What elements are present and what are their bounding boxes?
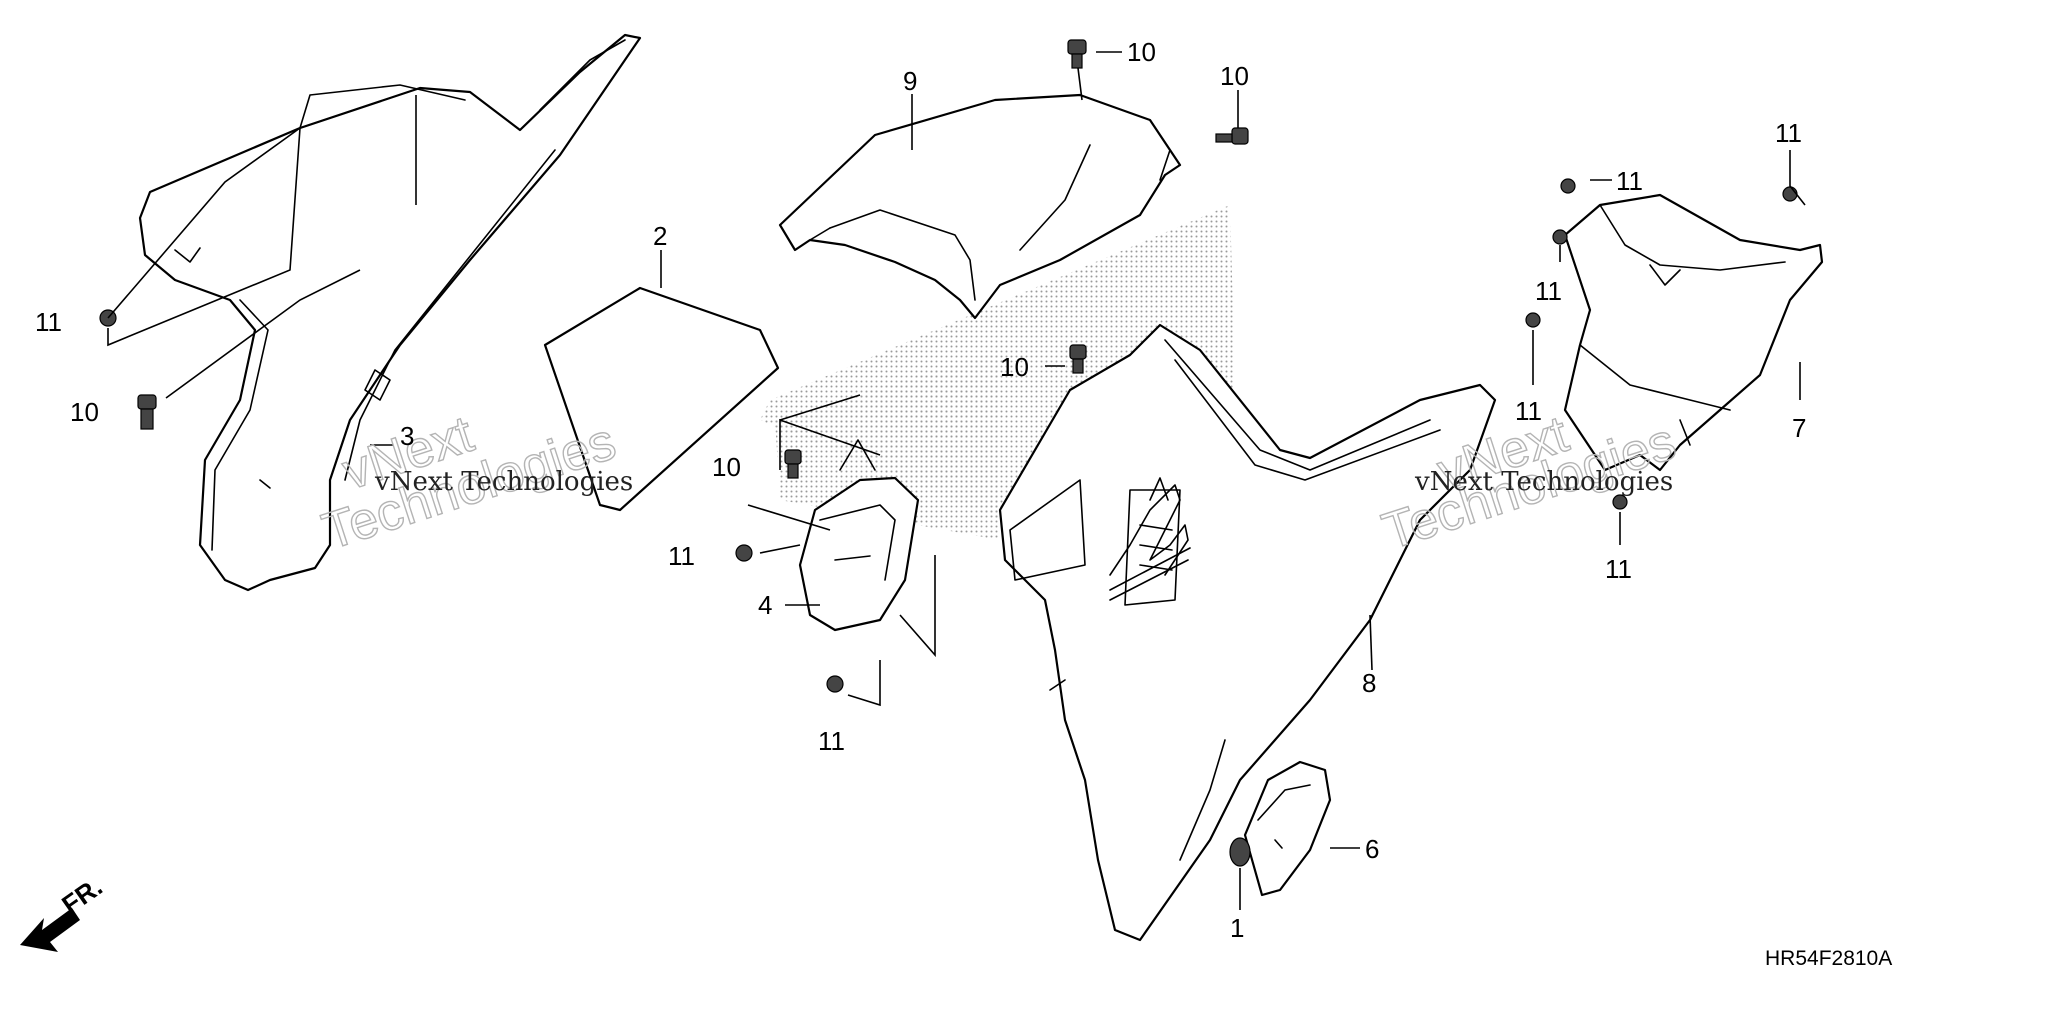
leader-lines — [107, 51, 1806, 910]
callout-11-right-a: 11 — [1616, 166, 1643, 196]
callout-4: 4 — [758, 590, 772, 620]
callout-6: 6 — [1365, 834, 1379, 864]
callout-8: 8 — [1362, 668, 1376, 698]
callout-11-right-c: 11 — [1515, 396, 1542, 426]
callout-9: 9 — [903, 66, 917, 96]
fastener-11-right-e — [1612, 494, 1628, 510]
stipple-shading-left — [775, 350, 1000, 540]
fastener-11-right-a — [1560, 178, 1576, 194]
callout-1: 1 — [1230, 913, 1244, 943]
part-6-small-cover — [1243, 760, 1332, 897]
front-arrow-icon — [20, 908, 80, 952]
callout-11-right-d: 11 — [1775, 118, 1802, 148]
part-3-left-side-cover — [138, 33, 642, 592]
part-8-main-side-cover — [998, 323, 1497, 942]
callout-10-left: 10 — [70, 397, 99, 427]
fastener-11-mid — [735, 544, 753, 562]
callout-11-left: 11 — [35, 307, 62, 337]
diagram-code: HR54F2810A — [1765, 947, 1892, 970]
fastener-11-right-d — [1782, 186, 1798, 202]
front-label: FR. — [56, 871, 108, 920]
grommet-1 — [1229, 837, 1251, 867]
fastener-11-right-c — [1525, 312, 1541, 328]
callout-11-mid: 11 — [668, 541, 695, 571]
callout-2: 2 — [653, 221, 667, 251]
callout-10-top: 10 — [1127, 37, 1156, 67]
part-4-bracket-cover — [798, 439, 920, 632]
fastener-10-top — [1067, 39, 1087, 69]
callout-10-center: 10 — [1000, 352, 1029, 382]
callout-11-right-b: 11 — [1535, 276, 1562, 306]
fastener-10-mid — [784, 449, 802, 479]
callout-10-mid: 10 — [712, 452, 741, 482]
fastener-10-upper-right — [1215, 127, 1249, 145]
honda-wing-logo — [1109, 484, 1191, 601]
fastener-10-center — [1069, 344, 1087, 374]
callout-11-right-e: 11 — [1605, 554, 1632, 584]
watermark-small-right: vNext Technologies — [1414, 467, 1673, 497]
callout-3: 3 — [400, 421, 414, 451]
part-2-sheet — [543, 286, 780, 512]
callout-7: 7 — [1792, 413, 1806, 443]
fastener-11-bottom — [826, 675, 844, 693]
part-9-upper-cover — [778, 93, 1182, 320]
callout-10-upper-right: 10 — [1220, 61, 1249, 91]
part-7-right-side-cover — [1563, 193, 1824, 472]
callout-11-bottom: 11 — [818, 726, 845, 756]
watermark-small-left: vNext Technologies — [374, 467, 633, 497]
fastener-11-right-b — [1552, 229, 1568, 245]
fastener-10-left — [137, 394, 157, 430]
